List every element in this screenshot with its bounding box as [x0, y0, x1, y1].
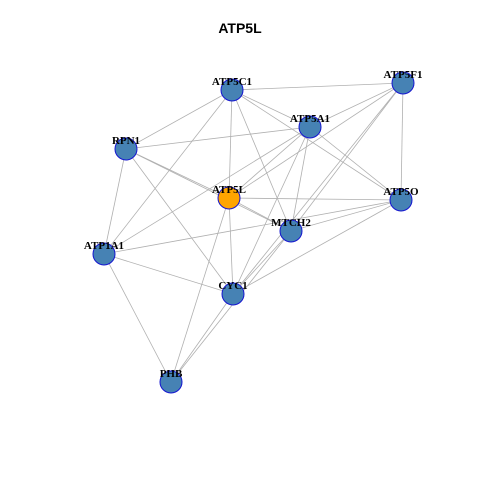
edge-atp5f1-atp5a1 — [309, 82, 404, 128]
node-label: ATP5A1 — [290, 113, 330, 125]
edge-atp5o-mtch2 — [290, 199, 402, 232]
edge-atp5a1-atp5o — [309, 126, 402, 201]
node-label: PHB — [160, 368, 183, 380]
node-cyc1[interactable]: CYC1 — [218, 280, 248, 306]
node-circle[interactable] — [92, 242, 116, 266]
edge-atp5c1-atp5l — [228, 89, 233, 199]
node-circle[interactable] — [221, 282, 245, 306]
node-circle[interactable] — [391, 71, 415, 95]
node-rpn1[interactable]: RPN1 — [112, 135, 140, 161]
node-label: ATP5C1 — [212, 76, 252, 88]
edge-atp5c1-atp5a1 — [231, 89, 311, 128]
node-atp5c1[interactable]: ATP5C1 — [212, 76, 252, 102]
node-label: ATP1A1 — [84, 240, 124, 252]
node-circle[interactable] — [389, 188, 413, 212]
node-circle[interactable] — [279, 219, 303, 243]
edge-atp5c1-rpn1 — [125, 89, 233, 150]
edge-cyc1-phb — [170, 293, 234, 383]
node-atp5l[interactable]: ATP5L — [212, 184, 246, 210]
node-label: ATP5O — [383, 186, 419, 198]
node-circle[interactable] — [298, 115, 322, 139]
edge-atp1a1-phb — [103, 253, 172, 383]
edge-atp5o-atp1a1 — [103, 199, 402, 255]
edge-atp5f1-atp5l — [228, 82, 404, 199]
node-label: RPN1 — [112, 135, 140, 147]
node-atp5f1[interactable]: ATP5F1 — [384, 69, 423, 95]
edge-rpn1-mtch2 — [125, 148, 292, 232]
node-label: MTCH2 — [271, 217, 311, 229]
edge-atp5f1-atp5o — [400, 82, 404, 201]
node-phb[interactable]: PHB — [159, 368, 183, 394]
node-atp5o[interactable]: ATP5O — [383, 186, 419, 212]
edge-layer — [103, 82, 404, 383]
node-mtch2[interactable]: MTCH2 — [271, 217, 311, 243]
edge-atp5f1-cyc1 — [232, 82, 404, 295]
node-circle[interactable] — [114, 137, 138, 161]
node-circle[interactable] — [217, 186, 241, 210]
node-label: ATP5F1 — [384, 69, 423, 81]
edge-mtch2-phb — [170, 230, 292, 383]
node-atp1a1[interactable]: ATP1A1 — [84, 240, 124, 266]
edge-atp5a1-cyc1 — [232, 126, 311, 295]
edge-atp5a1-mtch2 — [290, 126, 311, 232]
edge-atp5l-mtch2 — [228, 197, 292, 232]
edge-atp5c1-mtch2 — [231, 89, 292, 232]
edge-atp1a1-cyc1 — [103, 253, 234, 295]
edge-rpn1-atp1a1 — [103, 148, 127, 255]
node-atp5a1[interactable]: ATP5A1 — [290, 113, 330, 139]
node-label: CYC1 — [218, 280, 247, 292]
node-circle[interactable] — [220, 78, 244, 102]
edge-atp5c1-atp5f1 — [231, 82, 404, 91]
node-label: ATP5L — [212, 184, 246, 196]
edge-atp5l-phb — [170, 197, 230, 383]
edge-atp5a1-atp1a1 — [103, 126, 311, 255]
edge-rpn1-cyc1 — [125, 148, 234, 295]
node-circle[interactable] — [159, 370, 183, 394]
edge-atp5c1-atp1a1 — [103, 89, 233, 255]
edge-atp5l-cyc1 — [228, 197, 234, 295]
edge-atp5a1-rpn1 — [125, 126, 311, 150]
plot-title: ATP5L — [218, 20, 262, 36]
edge-atp5l-atp5o — [228, 197, 402, 201]
edge-mtch2-cyc1 — [232, 230, 292, 295]
edge-atp5a1-atp5l — [228, 126, 311, 199]
edge-atp5o-cyc1 — [232, 199, 402, 295]
edge-atp5c1-atp5o — [231, 89, 402, 201]
